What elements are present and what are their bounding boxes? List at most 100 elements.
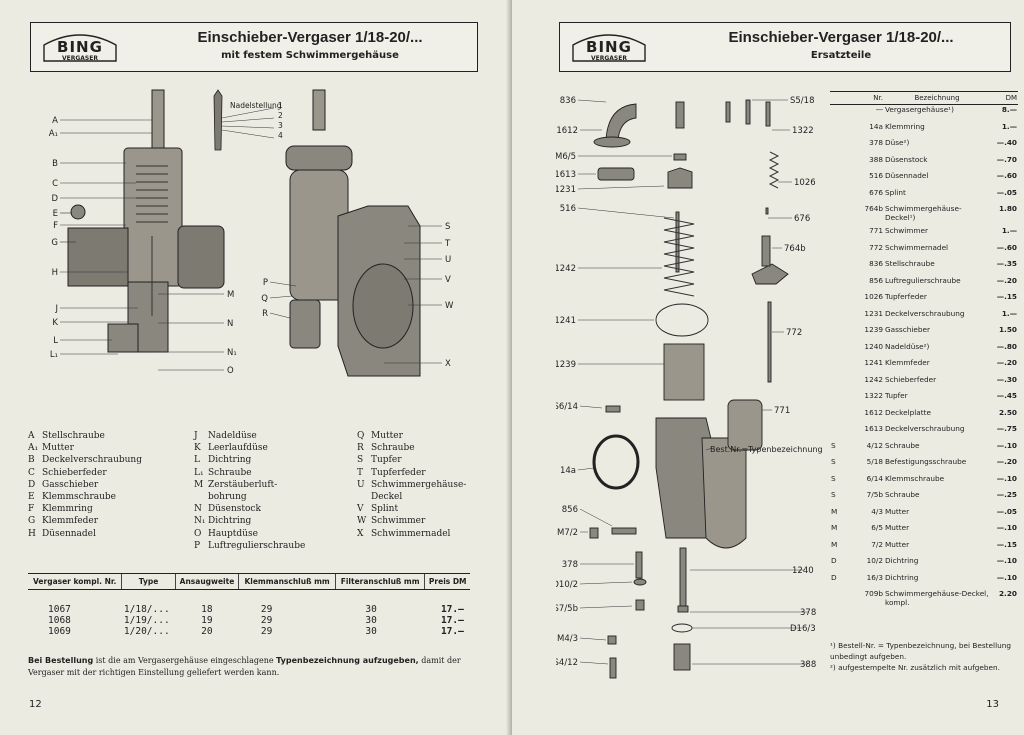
part-nr: 388 [869,154,883,164]
callout-label: O [227,366,234,376]
part-pre [830,276,840,293]
footnote-1: ¹) Bestell-Nr. = Typenbezeichnung, bei B… [830,641,1011,661]
part-dm: —.60 [996,171,1017,180]
callout-label: R [262,309,268,319]
callout-label: A₁ [49,129,58,139]
part-name: Schwimmernadel [885,242,949,252]
table-header: Preis DM [424,573,470,590]
part-label: S7/5b [556,604,578,614]
part-pre [830,424,840,441]
part-name: Schraube [885,440,920,450]
part-dm: —.10 [996,572,1017,582]
callout-label: T [444,239,451,249]
legend-row: bohrung [208,492,247,503]
table-header: Type [121,573,176,590]
part-dm: —.30 [996,374,1017,384]
part-name: Vergasergehäuse¹) [885,105,954,114]
part-dm: 1.— [1001,308,1017,318]
part-pre: D [831,556,837,565]
part-name: Luftregulierschraube [885,275,961,285]
part-label: 676 [794,214,810,224]
part-nr: 1241 [864,358,883,367]
part-dm: —.10 [996,473,1017,483]
part-pre [830,138,840,155]
part-nr: 7/2 [871,539,883,549]
type-label: Best.Nr.=Typenbezeichnung [710,445,823,454]
part-dm: 1.80 [998,204,1017,213]
table-header: Vergaser kompl. Nr. [28,573,122,590]
part-name: Mutter [885,506,910,516]
part-nr: 772 [869,242,883,252]
part-name: Dichtring [885,572,919,582]
part-pre [830,391,840,408]
part-dm: —.75 [996,424,1017,433]
part-name: Düsenstock [885,154,928,164]
part-label: 1231 [556,185,576,195]
part-pre [830,226,840,243]
part-name: Klemmring [885,121,925,131]
part-nr: 836 [869,259,883,268]
part-pre [830,342,840,359]
part-dm: 1.50 [998,325,1017,334]
page-title: Einschieber-Vergaser 1/18-20/... [728,29,954,46]
callout-label: V [445,275,451,285]
part-label: D10/2 [556,580,578,590]
part-pre: S [831,490,836,499]
part-nr: 1322 [864,391,883,400]
part-dm: —.60 [996,242,1017,252]
part-pre: S [831,473,836,483]
part-dm: —.15 [996,539,1017,549]
part-pre: M [831,523,838,532]
page-subtitle: mit festem Schwimmergehäuse [221,50,399,61]
part-nr: 1026 [864,292,883,301]
page-number: 13 [986,699,999,710]
part-dm: —.80 [996,341,1017,351]
svg-text:Nadelstellung: Nadelstellung [230,101,282,110]
part-name: Mutter [885,539,910,549]
left-header: BING VERGASER Einschieber-Vergaser 1/18-… [30,22,478,72]
part-pre [830,325,840,342]
part-label: 1239 [556,360,576,370]
part-label: 388 [800,660,816,670]
part-nr: 16/3 [866,572,883,582]
part-pre: D [831,572,837,582]
exploded-parts-diagram: 836 1612 M6/5 1613 1231 516 1242 1241 12… [556,96,823,679]
part-label: 1241 [556,316,576,326]
part-label: 1240 [792,566,814,576]
order-note: Bei Bestellung ist die am Vergasergehäus… [28,656,461,677]
part-dm: —.10 [996,556,1017,565]
part-label: D16/3 [790,624,816,634]
part-label: 14a [560,466,576,476]
part-pre: M [831,506,838,516]
part-dm: —.70 [996,154,1017,164]
part-label: 771 [774,406,790,416]
part-nr: 516 [869,171,883,180]
svg-text:VERGASER: VERGASER [591,55,627,62]
part-label: S6/14 [556,402,578,412]
part-label: S5/18 [790,96,814,106]
svg-text:4: 4 [278,131,283,140]
part-nr: 14a [869,121,883,131]
callout-label: L₁ [50,350,58,360]
part-dm: 1.— [1001,121,1017,131]
part-dm: —.20 [996,275,1017,285]
page-title: Einschieber-Vergaser 1/18-20/... [197,29,423,46]
part-label: 772 [786,328,802,338]
part-dm: 1.— [1001,226,1017,235]
